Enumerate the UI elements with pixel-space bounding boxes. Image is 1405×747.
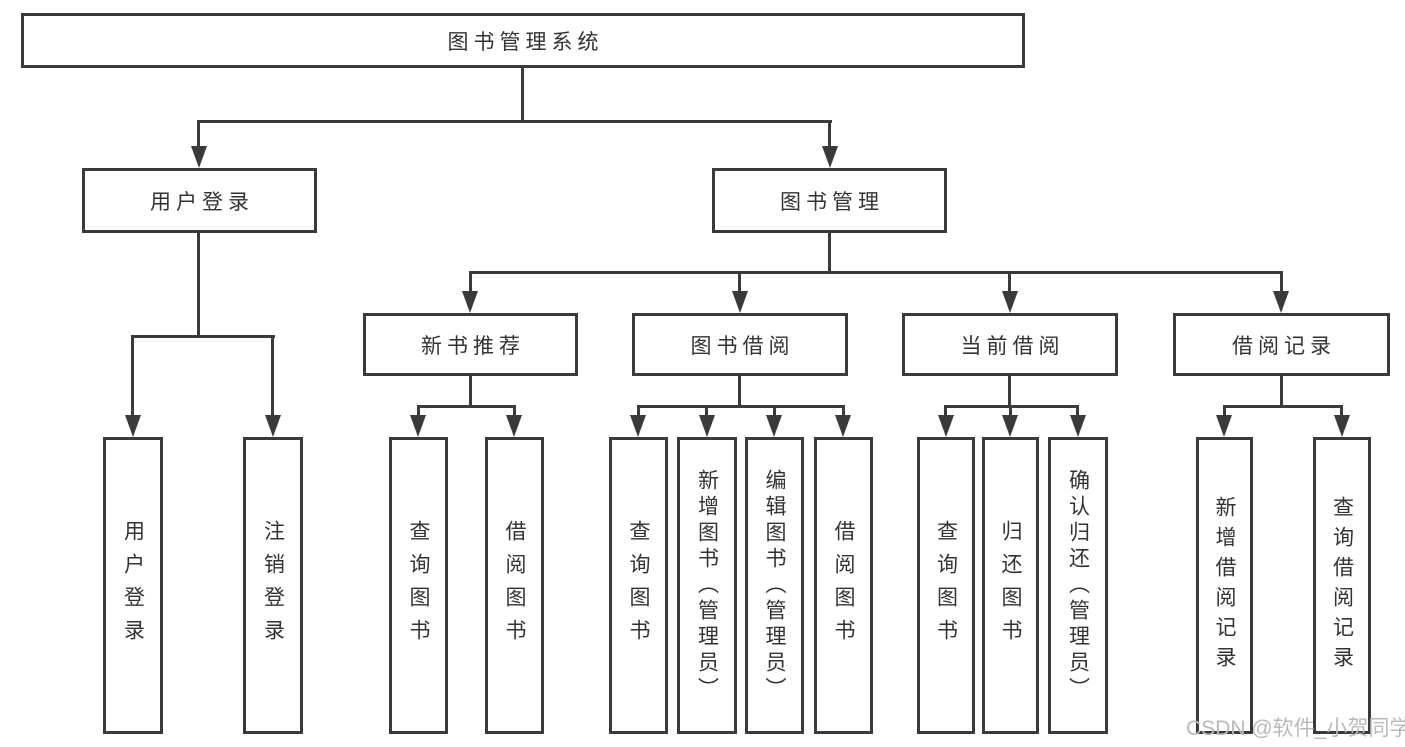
connector-line [637,405,844,408]
node-borrow-records: 借阅记录 [1173,313,1390,376]
connector-line [738,376,741,407]
arrow-down-icon [265,415,281,437]
connector-line [773,405,776,417]
leaf-current-confirm: 确认归还（管理员） [1048,437,1108,734]
leaf-logout: 注销登录 [243,437,303,734]
leaf-user-login-label: 用户登录 [121,519,145,652]
arrow-down-icon [1002,415,1018,437]
connector-line [1008,271,1011,293]
connector-line [842,405,845,417]
arrow-down-icon [191,146,207,168]
connector-line [1076,405,1079,417]
connector-line [1009,405,1012,417]
leaf-current-return: 归还图书 [982,437,1039,734]
node-user-login: 用户登录 [82,168,317,233]
arrow-down-icon [1334,415,1350,437]
connector-line [131,335,275,338]
connector-line [521,68,524,122]
node-current-borrow-label: 当前借阅 [960,334,1065,358]
connector-line [1223,405,1226,417]
connector-line [705,405,708,417]
arrow-down-icon [410,415,426,437]
leaf-newbooks-borrow: 借阅图书 [485,437,544,734]
csdn-watermark: CSDN @软件_小贺同学 [1186,717,1405,740]
leaf-current-confirm-label: 确认归还（管理员） [1066,468,1090,703]
arrow-down-icon [1002,291,1018,313]
connector-line [271,335,274,417]
connector-line [738,271,741,293]
arrow-down-icon [506,415,522,437]
arrow-down-icon [699,415,715,437]
connector-line [1280,376,1283,407]
node-book-borrow-label: 图书借阅 [690,334,795,358]
node-borrow-records-label: 借阅记录 [1232,334,1336,358]
arrow-down-icon [1070,415,1086,437]
connector-line [469,271,472,293]
leaf-borrow-query-label: 查询图书 [627,519,650,652]
leaf-borrow-edit: 编辑图书（管理员） [745,437,804,734]
node-book-mgmt-label: 图书管理 [780,190,884,214]
leaf-logout-label: 注销登录 [261,519,285,652]
node-book-borrow: 图书借阅 [632,313,848,376]
leaf-records-add: 新增借阅记录 [1196,437,1253,734]
node-new-books: 新书推荐 [363,313,578,376]
arrow-down-icon [1216,415,1232,437]
arrow-down-icon [462,291,478,313]
node-current-borrow: 当前借阅 [902,313,1118,376]
connector-line [513,405,516,417]
leaf-user-login: 用户登录 [103,437,163,734]
leaf-borrow-add: 新增图书（管理员） [677,437,737,734]
leaf-borrow-borrow: 借阅图书 [814,437,873,734]
leaf-current-return-label: 归还图书 [999,519,1022,652]
arrow-down-icon [938,415,954,437]
connector-line [1223,405,1342,408]
connector-line [469,376,472,407]
leaf-records-query: 查询借阅记录 [1313,437,1371,734]
connector-line [828,120,831,148]
connector-line [1280,271,1283,293]
connector-line [197,120,832,123]
connector-line [131,335,134,417]
node-root: 图书管理系统 [21,13,1025,68]
arrow-down-icon [766,415,782,437]
node-user-login-label: 用户登录 [150,190,254,214]
arrow-down-icon [732,291,748,313]
connector-line [1340,405,1343,417]
connector-line [469,271,1283,274]
connector-line [944,405,947,417]
arrow-down-icon [1273,291,1289,313]
leaf-newbooks-query: 查询图书 [389,437,448,734]
leaf-current-query-label: 查询图书 [934,519,958,652]
connector-line [417,405,515,408]
arrow-down-icon [835,415,851,437]
leaf-borrow-query: 查询图书 [609,437,668,734]
leaf-records-query-label: 查询借阅记录 [1330,495,1354,676]
leaf-borrow-borrow-label: 借阅图书 [832,519,855,652]
leaf-borrow-edit-label: 编辑图书（管理员） [763,468,786,703]
arrow-down-icon [822,146,838,168]
node-book-mgmt: 图书管理 [712,168,947,233]
node-root-label: 图书管理系统 [447,30,604,54]
leaf-borrow-add-label: 新增图书（管理员） [695,468,719,703]
connector-line [637,405,640,417]
leaf-records-add-label: 新增借阅记录 [1213,495,1236,676]
leaf-newbooks-query-label: 查询图书 [407,519,430,652]
connector-line [828,233,831,274]
arrow-down-icon [630,415,646,437]
connector-line [1008,376,1011,407]
connector-line [197,120,200,148]
connector-line [417,405,420,417]
arrow-down-icon [125,415,141,437]
leaf-newbooks-borrow-label: 借阅图书 [503,519,526,652]
connector-line [197,233,200,337]
node-new-books-label: 新书推荐 [421,334,525,358]
leaf-current-query: 查询图书 [917,437,975,734]
